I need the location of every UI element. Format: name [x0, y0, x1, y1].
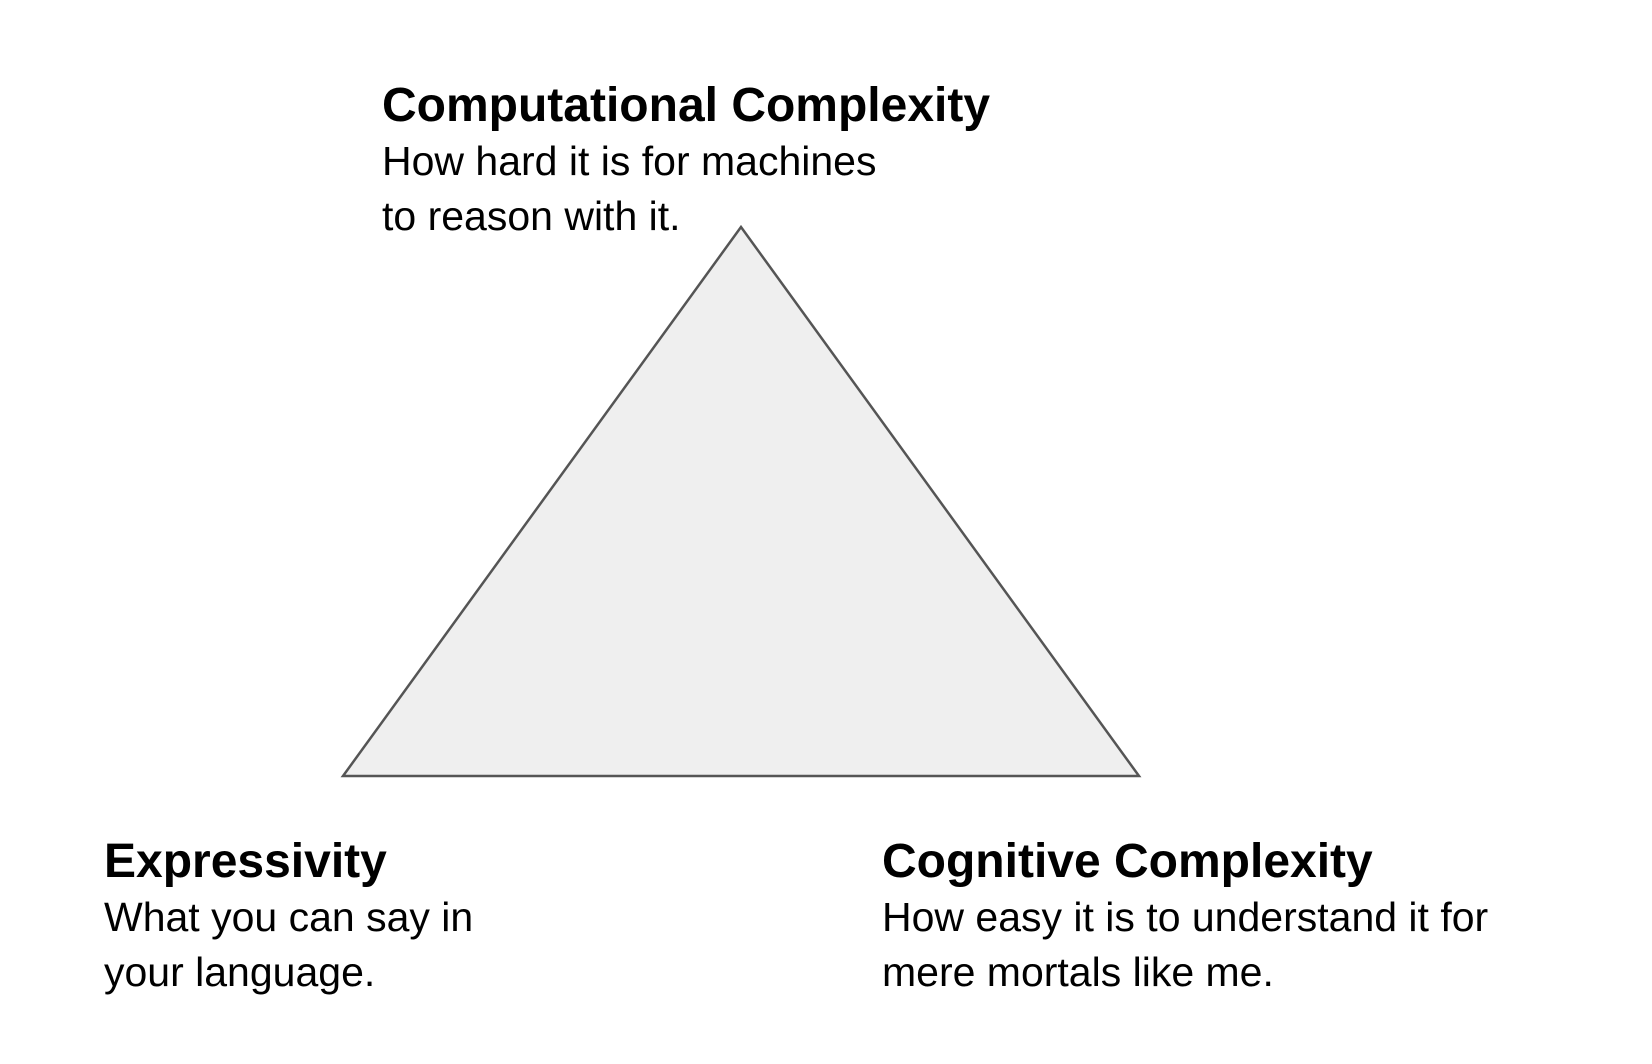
- vertex-description-computational-complexity: How hard it is for machines to reason wi…: [382, 134, 990, 244]
- vertex-title-computational-complexity: Computational Complexity: [382, 79, 991, 132]
- vertex-description-cognitive-complexity: How easy it is to understand it for mere…: [882, 890, 1488, 1000]
- description-line: mere mortals like me.: [882, 949, 1274, 995]
- vertex-title-expressivity: Expressivity: [104, 835, 387, 888]
- triangle: [340, 224, 1142, 778]
- description-line: your language.: [104, 949, 376, 995]
- description-line: How easy it is to understand it for: [882, 894, 1489, 940]
- vertex-description-expressivity: What you can say in your language.: [104, 890, 473, 1000]
- vertex-label-left: Expressivity What you can say in your la…: [104, 834, 473, 1000]
- vertex-label-right: Cognitive Complexity How easy it is to u…: [882, 834, 1488, 1000]
- description-line: to reason with it.: [382, 193, 681, 239]
- description-line: What you can say in: [104, 894, 474, 940]
- description-line: How hard it is for machines: [382, 138, 877, 184]
- vertex-title-cognitive-complexity: Cognitive Complexity: [882, 835, 1373, 888]
- vertex-label-top: Computational Complexity How hard it is …: [382, 78, 990, 244]
